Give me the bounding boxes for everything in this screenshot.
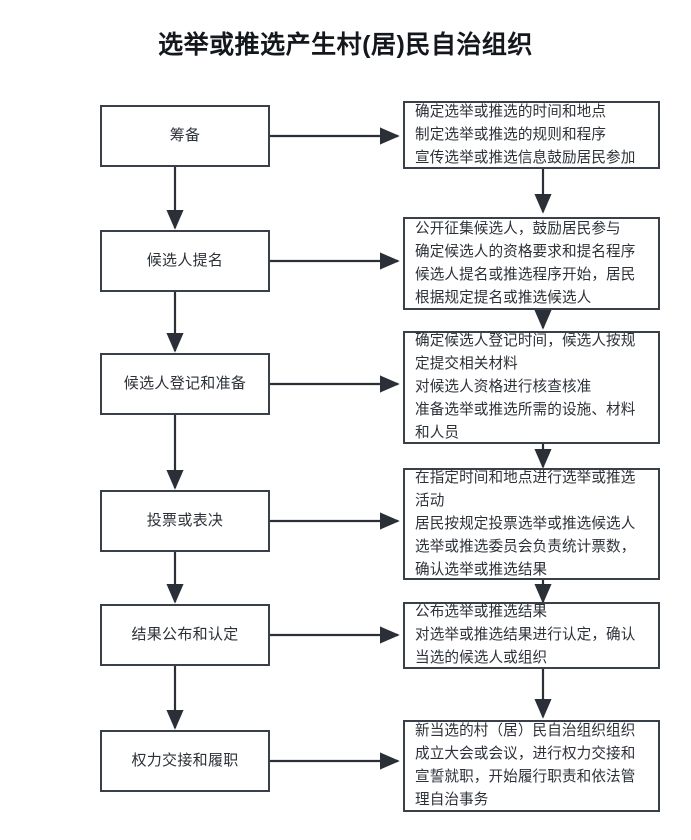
step-box-5-label: 结果公布和认定	[131, 626, 239, 643]
detail-box-4[interactable]: 在指定时间和地点进行选举或推选 活动 居民按规定投票选举或推选候选人 选举或推选…	[403, 468, 660, 580]
step-box-2-label: 候选人提名	[146, 252, 224, 269]
detail-box-4-text: 在指定时间和地点进行选举或推选 活动 居民按规定投票选举或推选候选人 选举或推选…	[415, 469, 636, 578]
page-title: 选举或推选产生村(居)民自治组织	[158, 31, 533, 59]
step-box-4-label: 投票或表决	[146, 512, 224, 529]
detail-box-3[interactable]: 确定候选人登记时间，候选人按规 定提交相关材料 对候选人资格进行核查核准 准备选…	[403, 331, 660, 444]
step-box-2[interactable]: 候选人提名	[100, 230, 270, 292]
step-box-5[interactable]: 结果公布和认定	[100, 604, 270, 666]
step-box-1-label: 筹备	[169, 127, 201, 144]
detail-box-2[interactable]: 公开征集候选人，鼓励居民参与 确定候选人的资格要求和提名程序 候选人提名或推选程…	[403, 217, 660, 310]
detail-box-1-text: 确定选举或推选的时间和地点 制定选举或推选的规则和程序 宣传选举或推选信息鼓励居…	[415, 103, 636, 166]
detail-box-6[interactable]: 新当选的村（居）民自治组织组织 成立大会或会议，进行权力交接和 宣誓就职，开始履…	[403, 720, 660, 812]
step-box-3[interactable]: 候选人登记和准备	[100, 353, 270, 415]
detail-box-2-text: 公开征集候选人，鼓励居民参与 确定候选人的资格要求和提名程序 候选人提名或推选程…	[415, 220, 636, 306]
detail-box-1[interactable]: 确定选举或推选的时间和地点 制定选举或推选的规则和程序 宣传选举或推选信息鼓励居…	[403, 101, 660, 169]
step-box-4[interactable]: 投票或表决	[100, 490, 270, 552]
detail-box-5[interactable]: 公布选举或推选结果 对选举或推选结果进行认定，确认 当选的候选人或组织	[403, 602, 660, 669]
detail-box-5-text: 公布选举或推选结果 对选举或推选结果进行认定，确认 当选的候选人或组织	[415, 604, 636, 666]
step-box-6[interactable]: 权力交接和履职	[100, 730, 270, 792]
step-box-1[interactable]: 筹备	[100, 105, 270, 167]
detail-box-6-text: 新当选的村（居）民自治组织组织 成立大会或会议，进行权力交接和 宣誓就职，开始履…	[415, 723, 636, 808]
step-box-3-label: 候选人登记和准备	[123, 375, 247, 392]
step-box-6-label: 权力交接和履职	[131, 752, 239, 769]
detail-box-3-text: 确定候选人登记时间，候选人按规 定提交相关材料 对候选人资格进行核查核准 准备选…	[415, 333, 636, 441]
